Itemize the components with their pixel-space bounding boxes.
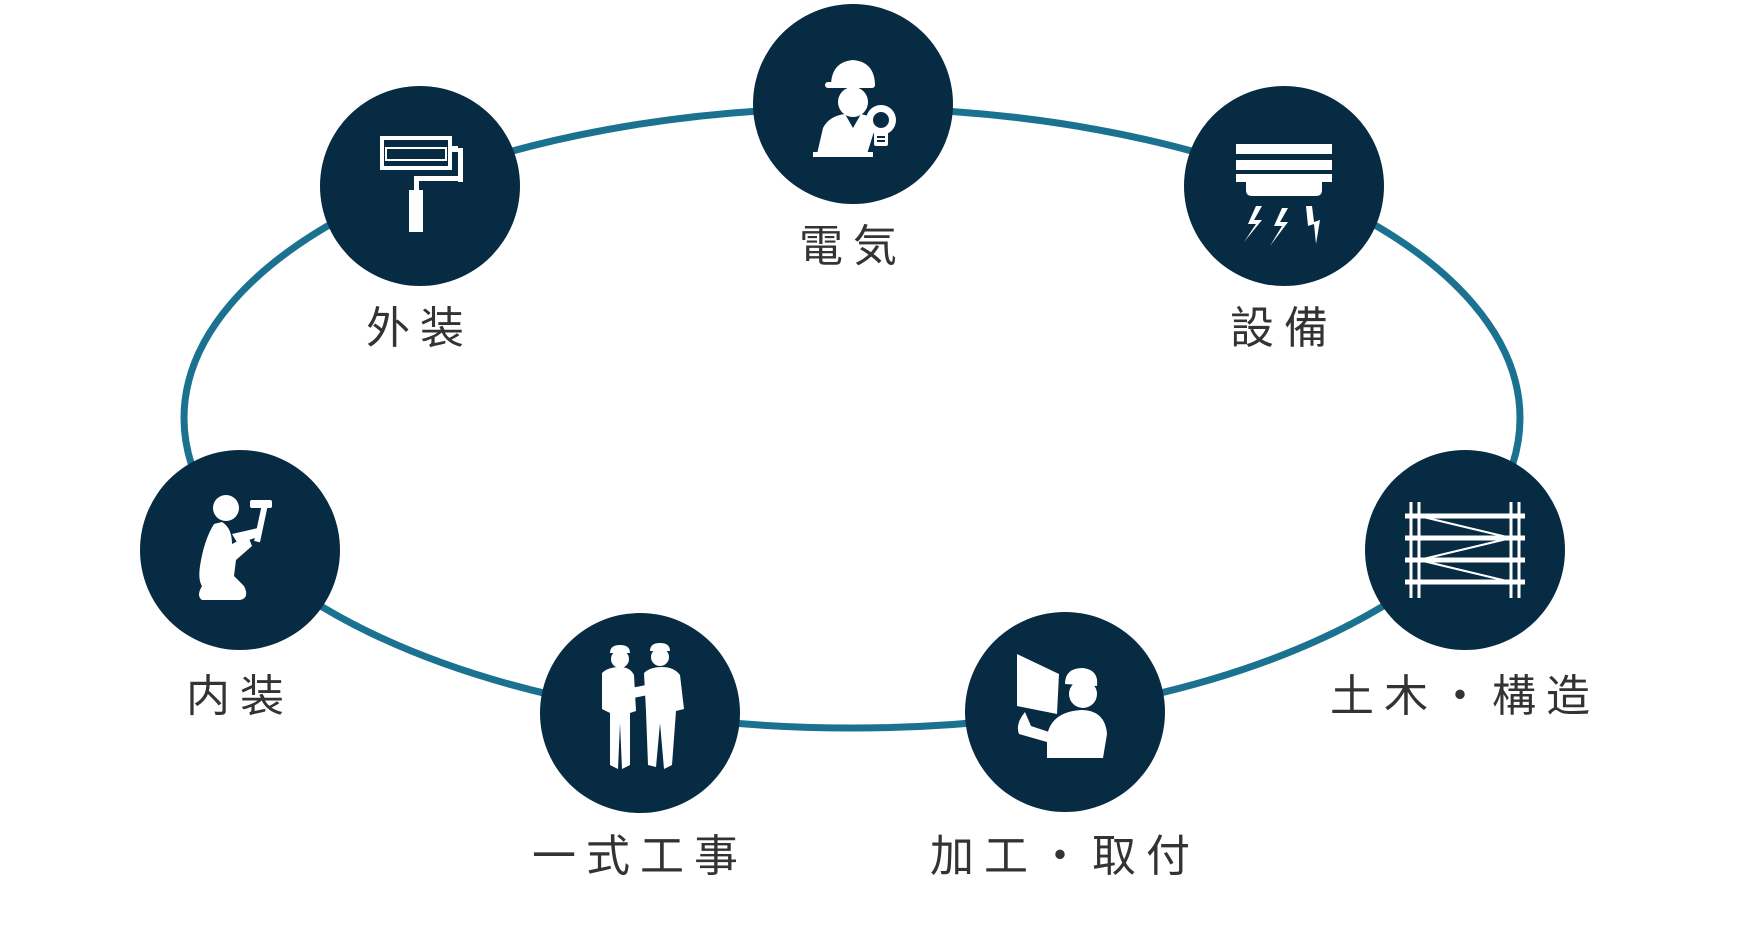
label-setsubi: 設備 xyxy=(1230,303,1338,354)
node-denki xyxy=(753,4,953,204)
label-kako: 加工・取付 xyxy=(930,831,1200,882)
electrician-with-lightbulb-icon xyxy=(813,60,896,157)
label-gaiso: 外装 xyxy=(366,303,474,354)
node-setsubi xyxy=(1184,86,1384,286)
node-doboku xyxy=(1365,450,1565,650)
node-isshiki xyxy=(540,613,740,813)
label-naiso: 内装 xyxy=(186,671,294,722)
node-naiso xyxy=(140,450,340,650)
ceiling-fixture-with-sparks-icon xyxy=(1236,144,1332,246)
label-isshiki: 一式工事 xyxy=(532,831,748,882)
label-doboku: 土木・構造 xyxy=(1330,671,1600,722)
kneeling-worker-with-hammer-icon xyxy=(199,495,272,600)
node-kako xyxy=(965,612,1165,812)
node-gaiso xyxy=(320,86,520,286)
scaffolding-icon xyxy=(1405,502,1525,598)
two-workers-reviewing-plans-icon xyxy=(602,643,684,769)
paint-roller-icon xyxy=(380,136,463,232)
worker-installing-panel-icon xyxy=(1017,654,1107,758)
label-denki: 電気 xyxy=(799,221,907,272)
